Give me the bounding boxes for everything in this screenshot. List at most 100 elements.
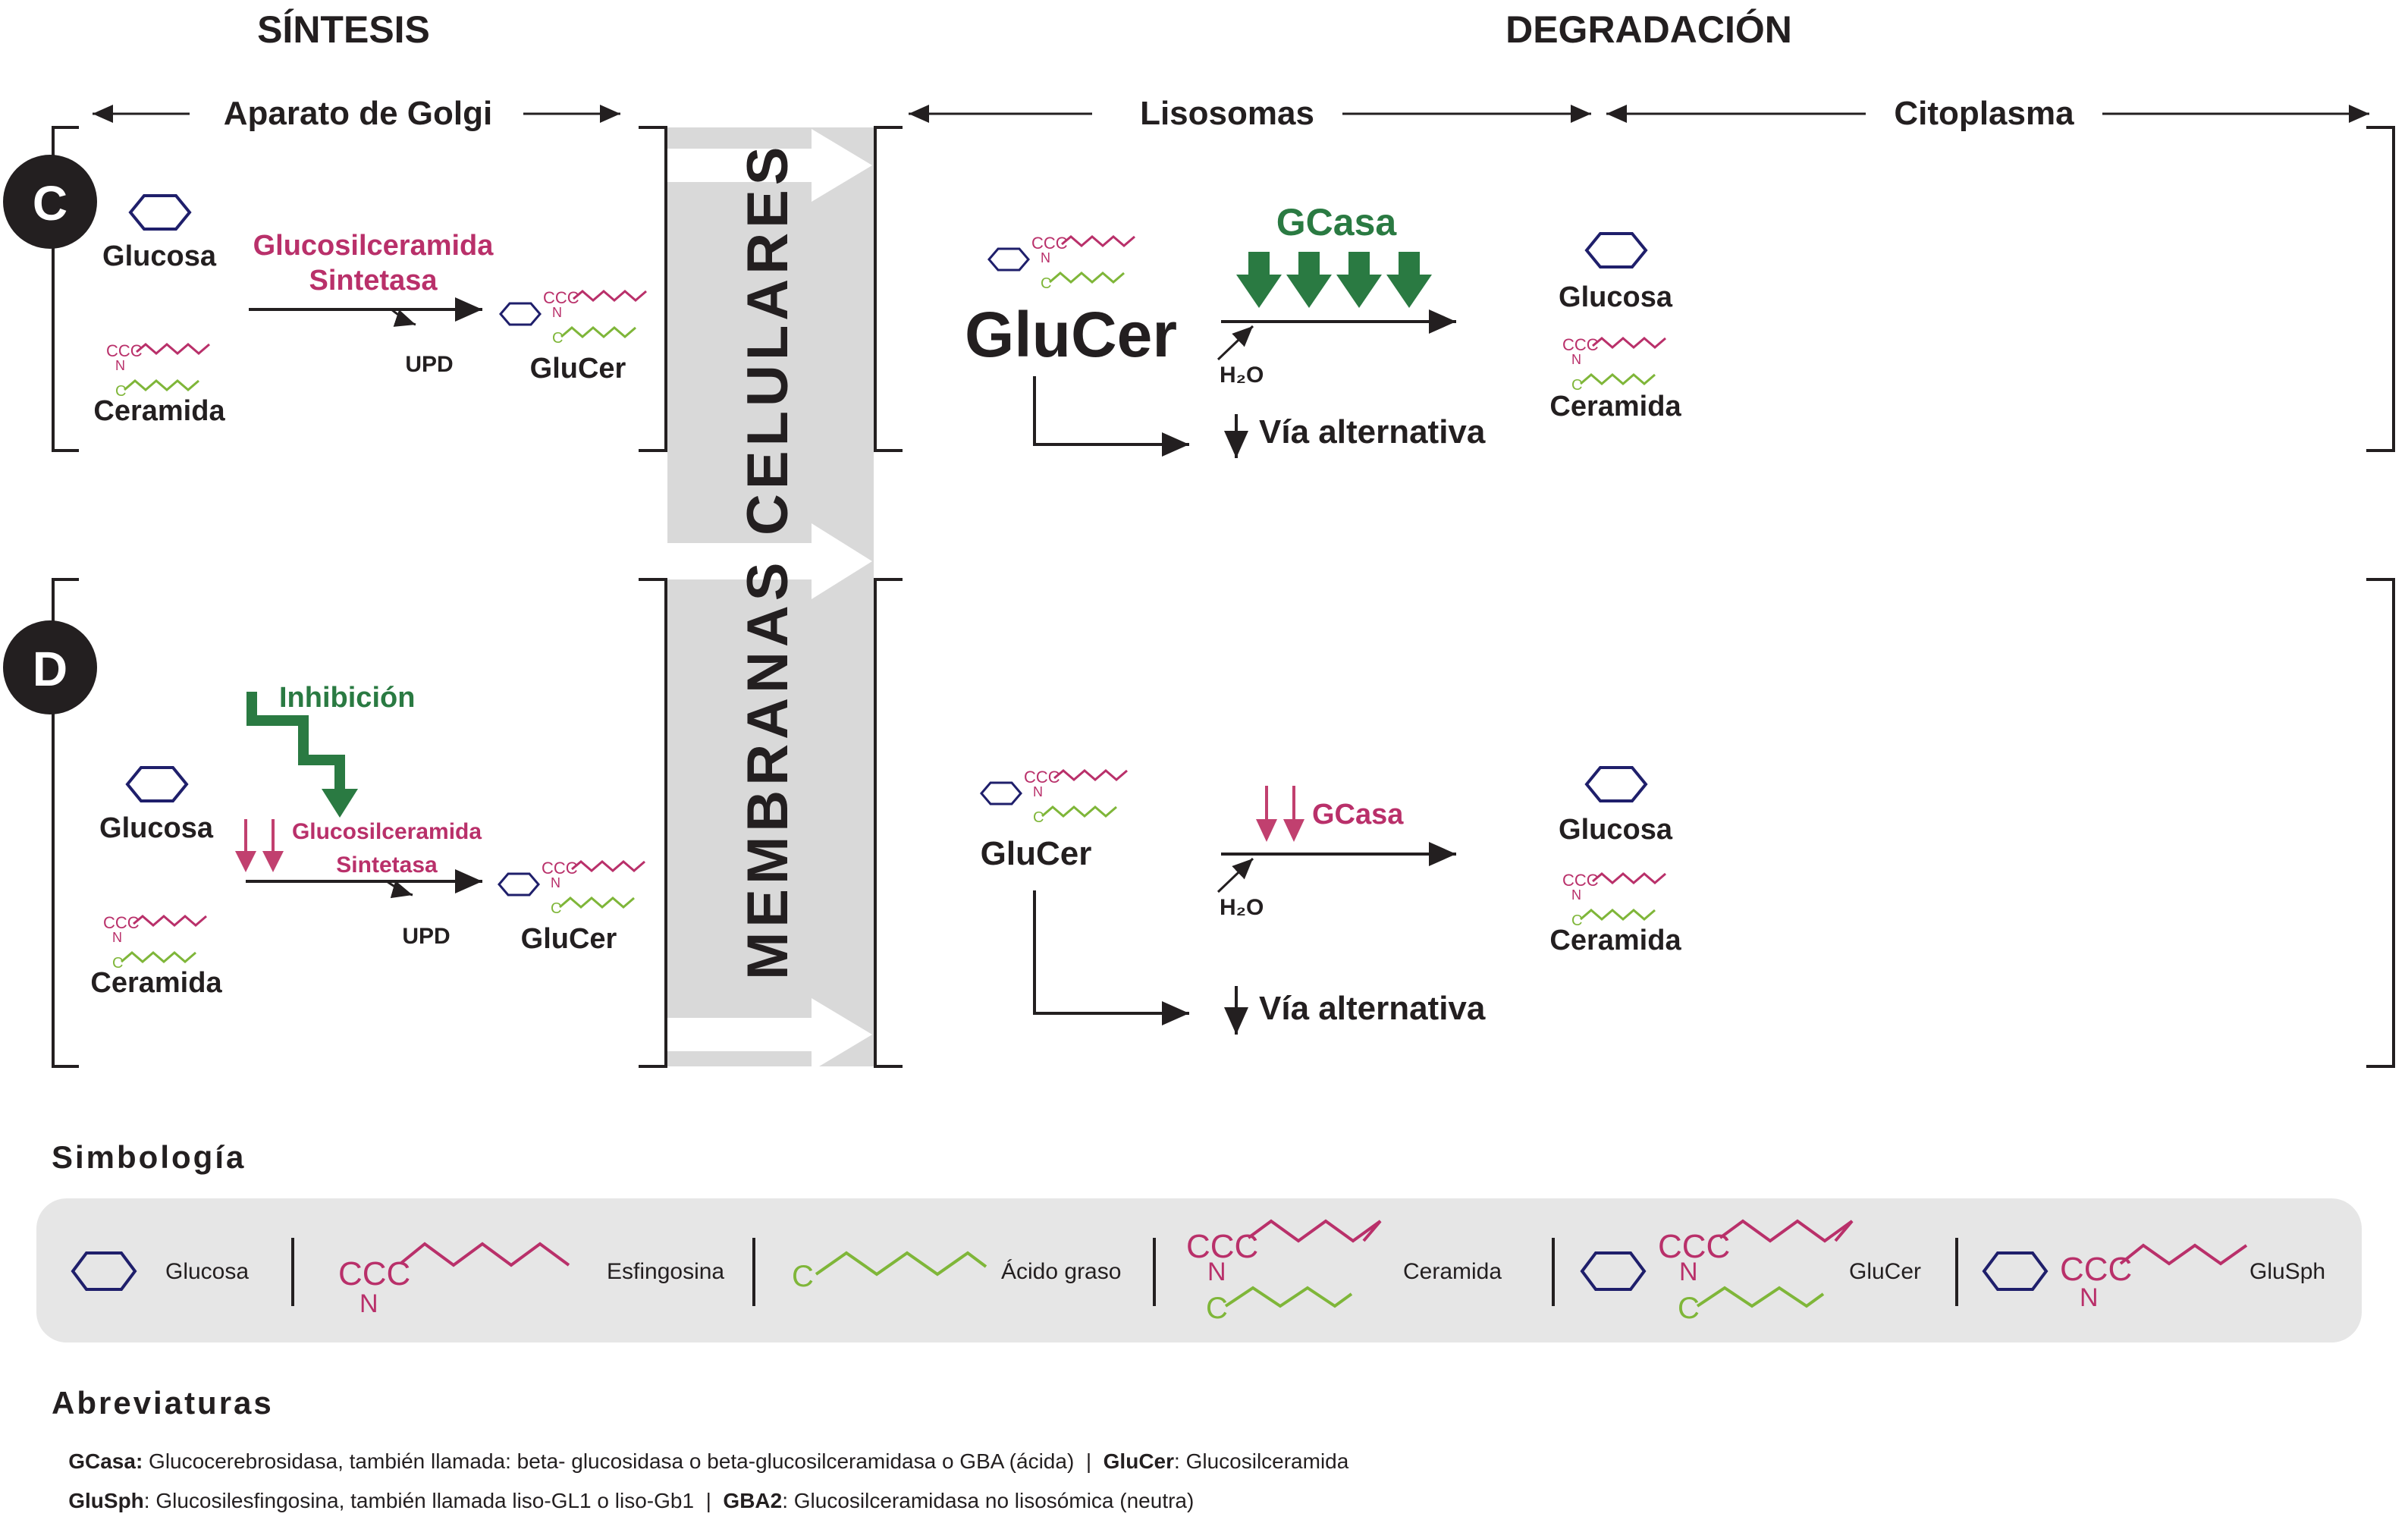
upd-label: UPD [405, 352, 453, 377]
fatty-acid-icon: C [792, 1260, 814, 1293]
legend-fatty-acid: C Ácido graso [792, 1251, 1121, 1293]
lysosome-label: Lisosomas [1140, 95, 1314, 132]
cytoplasm-span: Citoplasma [1606, 95, 2369, 132]
abbreviations-title: Abreviaturas [52, 1385, 274, 1421]
glucose-icon [129, 194, 191, 231]
reduced-activity-arrows [235, 819, 284, 872]
water-arrow [1217, 857, 1254, 893]
water-label: H₂O [1220, 895, 1264, 920]
alt-path-label: Vía alternativa [1259, 990, 1486, 1027]
synthesis-header: SÍNTESIS [257, 8, 430, 51]
glucer-glucose-icon [987, 247, 1030, 272]
legend-glusph: CCC N GluSph [1982, 1243, 2325, 1312]
svg-text:C: C [1678, 1292, 1700, 1325]
ceramide-icon: CCC [1186, 1228, 1258, 1265]
water-label: H₂O [1220, 363, 1264, 388]
out-glucose-icon [1585, 232, 1647, 268]
glucer-glucose-icon [498, 872, 540, 897]
legend-label: Esfingosina [607, 1259, 724, 1284]
ceramide-icon [105, 340, 211, 401]
enzyme-label-1: Glucosilceramida [253, 230, 494, 262]
celulares-label: CELULARES [736, 143, 800, 535]
upd-arrow [386, 880, 413, 899]
svg-text:N: N [2080, 1283, 2099, 1312]
glucer-ceramide-icon [542, 287, 648, 348]
gcase-label: GCasa [1312, 799, 1404, 831]
degradation-header: DEGRADACIÓN [1505, 8, 1792, 51]
glucer-icon [1580, 1251, 1647, 1291]
badge-d: D [3, 620, 97, 714]
glucer-substrate-label: GluCer [981, 835, 1092, 872]
panel-c-degradation: GluCer GCasa H₂O Vía alternativa Glucosa… [965, 201, 1681, 458]
glucose-icon [126, 766, 188, 802]
ceramide-label: Ceramida [93, 395, 225, 427]
glucose-icon [71, 1251, 137, 1291]
out-glucose-label: Glucosa [1559, 814, 1673, 846]
panel-c-synthesis: Glucosa Ceramida Glucosilceramida Sintet… [93, 194, 648, 427]
upd-arrow [391, 308, 416, 327]
reduced-gcase-arrows [1256, 786, 1304, 842]
legend-label: Glucosa [165, 1259, 249, 1284]
legend-box: Glucosa CCC N Esfingosina C Ácido graso … [36, 1198, 2362, 1342]
legend-glucose: Glucosa [71, 1251, 249, 1291]
brackets [52, 126, 2395, 1068]
svg-text:CCC: CCC [1658, 1228, 1730, 1265]
lysosome-span: Lisosomas [909, 95, 1591, 132]
svg-text:D: D [33, 642, 67, 696]
ceramide-label: Ceramida [90, 967, 222, 999]
water-arrow [1217, 325, 1254, 361]
svg-text:N: N [1207, 1258, 1226, 1286]
legend-label: GluCer [1849, 1259, 1921, 1284]
out-ceramide-icon [1561, 334, 1667, 395]
out-ceramide-icon [1561, 869, 1667, 931]
svg-text:CCC: CCC [2060, 1251, 2132, 1288]
panel-d-degradation: GluCer GCasa H₂O Vía alternativa Glucosa… [980, 766, 1681, 1035]
gcase-label: GCasa [1276, 201, 1398, 243]
membrane-band: CELULARES MEMBRANAS [667, 127, 874, 1071]
enzyme-label-1: Glucosilceramida [292, 819, 482, 844]
gcase-arrows [1236, 252, 1432, 308]
golgi-span: Aparato de Golgi [93, 95, 620, 132]
inhibition-arrow [246, 692, 345, 792]
cytoplasm-label: Citoplasma [1894, 95, 2074, 132]
legend-label: Ceramida [1403, 1259, 1502, 1284]
legend-label: GluSph [2249, 1259, 2325, 1284]
legend-ceramide: CCC N C Ceramida [1186, 1219, 1502, 1325]
upd-label: UPD [402, 924, 450, 949]
glucose-label: Glucosa [99, 812, 214, 844]
svg-text:N: N [1679, 1258, 1698, 1286]
out-glucose-label: Glucosa [1559, 281, 1673, 313]
glucer-ceramide-icon [1022, 766, 1129, 827]
ceramide-icon [102, 912, 208, 973]
badge-c: C [3, 155, 97, 249]
svg-text:N: N [359, 1289, 378, 1318]
legend-glucer: CCC N C GluCer [1580, 1219, 1921, 1325]
glucer-substrate-label: GluCer [965, 299, 1177, 370]
legend-label: Ácido graso [1001, 1259, 1121, 1284]
golgi-label: Aparato de Golgi [224, 95, 492, 132]
legend-sphingosine: CCC N Esfingosina [338, 1242, 724, 1318]
membranas-label: MEMBRANAS [736, 558, 800, 980]
alt-path-arrow [1033, 890, 1189, 1025]
glucer-product-label: GluCer [530, 353, 626, 385]
glucose-label: Glucosa [102, 240, 217, 272]
glucer-ceramide-icon [540, 857, 646, 919]
panel-d-synthesis: Inhibición Glucosa Ceramida Glucosilcera… [90, 682, 646, 999]
glucer-glucose-icon [980, 781, 1022, 805]
svg-text:C: C [33, 176, 67, 231]
legend-title: Simbología [52, 1139, 246, 1175]
inhibition-label: Inhibición [279, 682, 415, 714]
enzyme-label-2: Sintetasa [336, 853, 438, 878]
out-ceramide-label: Ceramida [1549, 391, 1681, 422]
svg-text:C: C [1206, 1292, 1228, 1325]
glucer-glucose-icon [499, 302, 542, 326]
glusph-icon [1982, 1251, 2049, 1291]
glucer-product-label: GluCer [521, 923, 617, 955]
alt-path-arrow [1033, 376, 1189, 457]
abbreviations-line-2: GluSph: Glucosilesfingosina, también lla… [52, 1489, 1204, 1512]
alt-path-label: Vía alternativa [1259, 413, 1486, 451]
glucer-ceramide-icon [1030, 232, 1136, 294]
out-glucose-icon [1585, 766, 1647, 802]
sphingosine-icon: CCC [338, 1255, 410, 1292]
